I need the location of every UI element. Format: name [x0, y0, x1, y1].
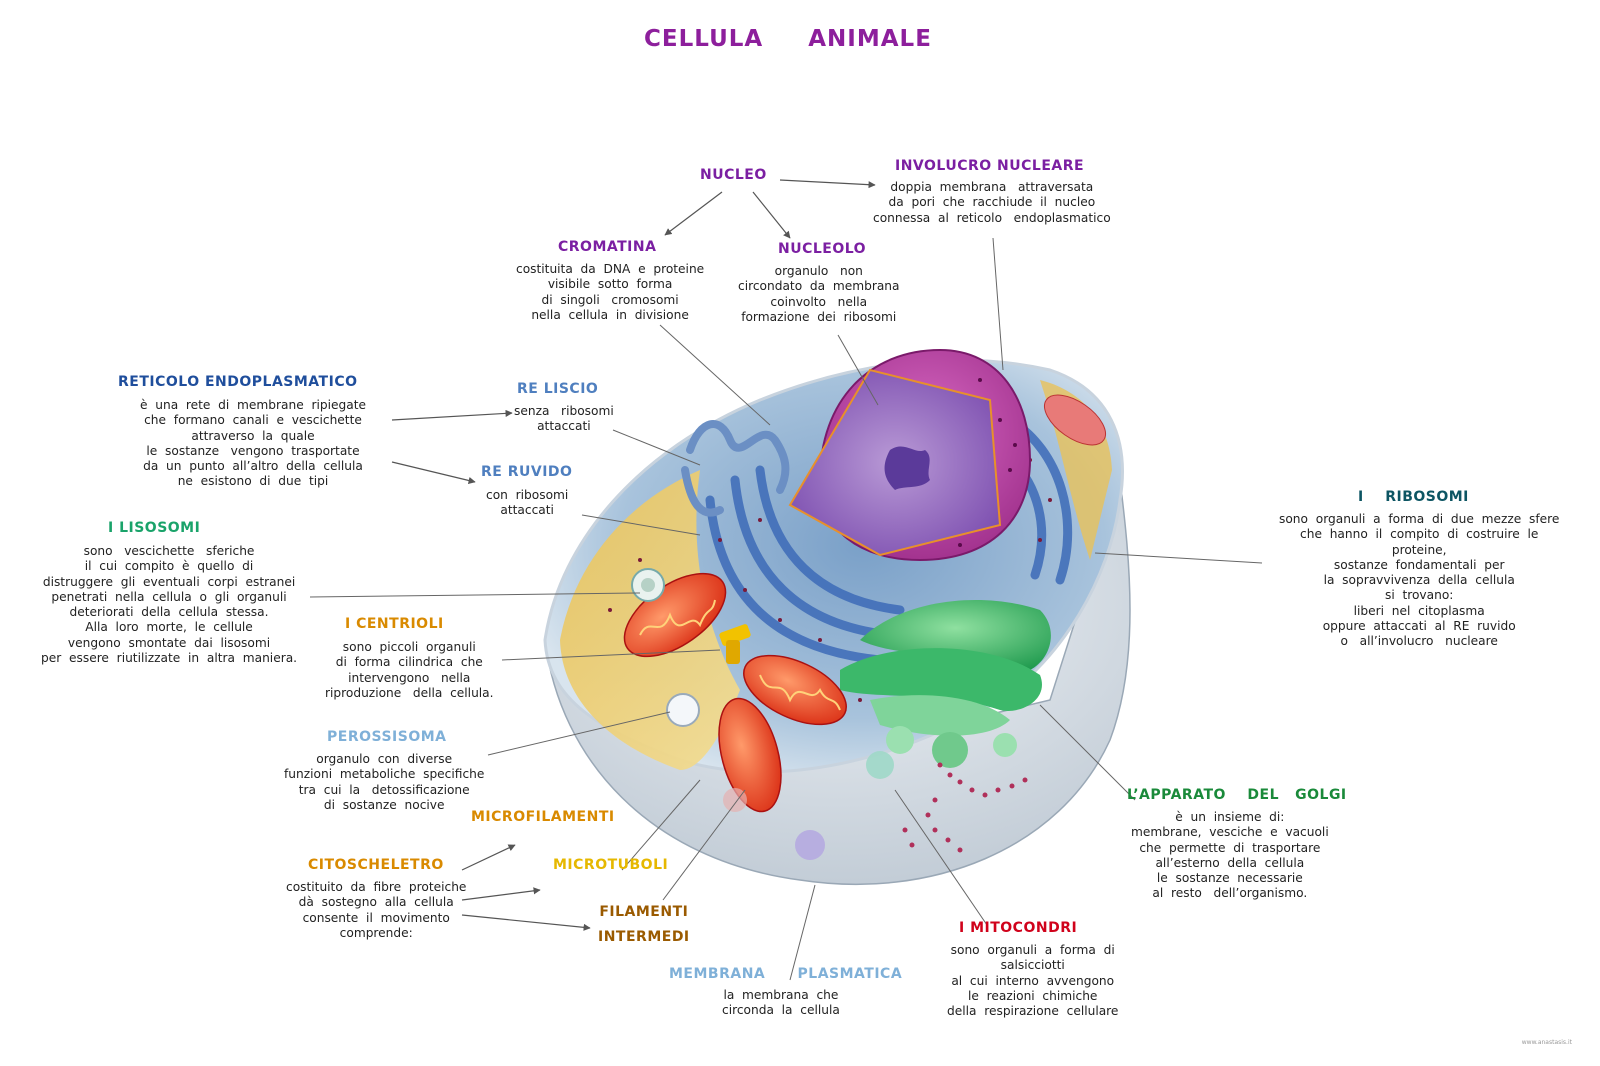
label-golgi-desc: è un insieme di: membrane, vesciche e va…: [1131, 810, 1329, 901]
label-re-liscio-desc: senza ribosomi attaccati: [514, 404, 614, 434]
centrioles: [719, 624, 751, 664]
nucleolus: [884, 446, 930, 490]
label-lisosomi-title: I LISOSOMI: [108, 520, 201, 536]
label-golgi-title: L’APPARATO DEL GOLGI: [1127, 787, 1347, 803]
label-reticolo-title: RETICOLO ENDOPLASMATICO: [118, 374, 358, 390]
footer-watermark: www.anastasis.it: [1521, 1039, 1572, 1046]
label-perossisoma-desc: organulo con diverse funzioni metabolich…: [284, 752, 485, 812]
label-ribosomi-desc: sono organuli a forma di due mezze sfere…: [1279, 512, 1560, 649]
label-nucleo-title: NUCLEO: [700, 167, 767, 183]
label-ribosomi-title: I RIBOSOMI: [1358, 489, 1469, 505]
label-citoscheletro-title: CITOSCHELETRO: [308, 857, 444, 873]
page-title: CELLULA ANIMALE: [644, 26, 932, 52]
cell-base: [544, 479, 1131, 886]
label-membrana-title: MEMBRANA PLASMATICA: [669, 966, 903, 982]
smooth-er: [681, 420, 790, 517]
label-lisosomi-desc: sono vescichette sferiche il cui compito…: [41, 544, 298, 666]
label-cromatina-desc: costituita da DNA e proteine visibile so…: [516, 262, 705, 322]
label-involucro-title: INVOLUCRO NUCLEARE: [895, 158, 1085, 174]
label-citoscheletro-desc: costituito da fibre proteiche dà sostegn…: [286, 880, 467, 940]
label-centrioli-title: I CENTRIOLI: [345, 616, 444, 632]
label-mitocondri-desc: sono organuli a forma di salsicciotti al…: [947, 943, 1119, 1019]
label-filamenti-title: FILAMENTI INTERMEDI: [598, 904, 690, 945]
label-microfilamenti-title: MICROFILAMENTI: [471, 809, 615, 825]
label-re-ruvido-title: RE RUVIDO: [481, 464, 573, 480]
label-re-liscio-title: RE LISCIO: [517, 381, 599, 397]
label-mitocondri-title: I MITOCONDRI: [959, 920, 1078, 936]
label-membrana-desc: la membrana che circonda la cellula: [722, 988, 840, 1018]
label-centrioli-desc: sono piccoli organuli di forma cilindric…: [325, 640, 494, 700]
peroxisome: [666, 693, 700, 727]
mitochondria: [623, 394, 1106, 813]
label-involucro-desc: doppia membrana attraversata da pori che…: [873, 180, 1111, 225]
label-nucleolo-desc: organulo non circondato da membrana coin…: [738, 264, 900, 324]
free-ribosomes: [902, 762, 1028, 853]
label-microtuboli-title: MICROTUBOLI: [553, 857, 669, 873]
label-cromatina-title: CROMATINA: [558, 239, 657, 255]
label-re-ruvido-desc: con ribosomi attaccati: [486, 488, 569, 518]
label-perossisoma-title: PEROSSISOMA: [327, 729, 447, 745]
label-nucleolo-title: NUCLEOLO: [778, 241, 867, 257]
golgi-apparatus: [840, 600, 1051, 768]
label-reticolo-desc: è una rete di membrane ripiegate che for…: [140, 398, 366, 489]
